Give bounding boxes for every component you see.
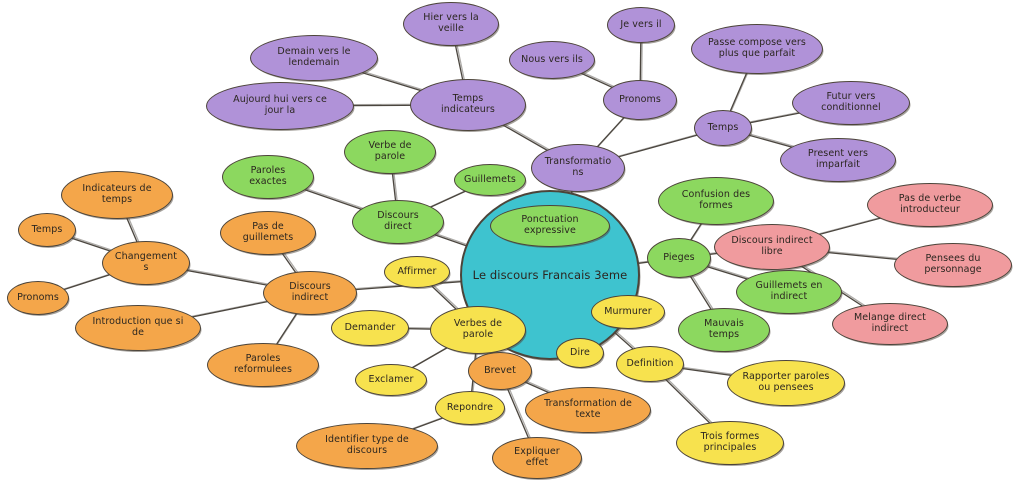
node-temps-purple[interactable]: Temps <box>694 110 752 146</box>
node-label-discours-indirect: Discours indirect <box>289 281 331 303</box>
node-present-imparfait[interactable]: Present vers imparfait <box>780 138 896 182</box>
node-label-verbe-de-parole: Verbe de parole <box>368 140 412 162</box>
node-label-brevet: Brevet <box>484 364 516 376</box>
node-temps-indicateurs[interactable]: Temps indicateurs <box>410 79 526 131</box>
node-label-paroles-exactes: Paroles exactes <box>249 165 287 187</box>
node-confusion-des-formes[interactable]: Confusion des formes <box>658 177 774 225</box>
node-demander[interactable]: Demander <box>331 310 409 346</box>
node-label-mauvais-temps: Mauvais temps <box>704 318 744 340</box>
node-dire[interactable]: Dire <box>556 338 604 368</box>
node-label-pronoms-orange: Pronoms <box>17 291 59 303</box>
node-label-temps-purple: Temps <box>707 121 739 133</box>
node-transformation-de-texte[interactable]: Transformation de texte <box>525 387 651 433</box>
node-label-pas-de-verbe-introducteur: Pas de verbe introducteur <box>898 193 962 215</box>
node-label-ponctuation-expressive: Ponctuation expressive <box>521 214 579 236</box>
node-label-futur-conditionnel: Futur vers conditionnel <box>821 91 881 113</box>
node-discours-direct[interactable]: Discours direct <box>352 200 444 244</box>
node-label-demander: Demander <box>344 321 396 333</box>
node-label-transformations: Transformatio ns <box>544 156 612 178</box>
node-pronoms-purple[interactable]: Pronoms <box>603 80 677 120</box>
node-verbe-de-parole[interactable]: Verbe de parole <box>344 130 436 174</box>
node-label-transformation-de-texte: Transformation de texte <box>544 398 632 420</box>
node-label-trois-formes: Trois formes principales <box>700 431 760 453</box>
node-label-exclamer: Exclamer <box>368 373 414 385</box>
node-trois-formes[interactable]: Trois formes principales <box>676 421 784 465</box>
node-label-rapporter-paroles: Rapporter paroles ou pensees <box>742 371 830 393</box>
node-paroles-reformulees[interactable]: Paroles reformulees <box>207 343 319 387</box>
node-aujourdhui-vers-ce-jour-la[interactable]: Aujourd hui vers ce jour la <box>206 82 354 130</box>
node-mauvais-temps[interactable]: Mauvais temps <box>678 308 770 352</box>
node-label-murmurer: Murmurer <box>604 305 652 317</box>
node-pieges[interactable]: Pieges <box>647 238 711 278</box>
node-label-repondre: Repondre <box>446 401 494 413</box>
node-label-discours-direct: Discours direct <box>377 210 419 232</box>
node-changements[interactable]: Changement s <box>102 241 190 285</box>
node-label-temps-orange: Temps <box>31 223 63 235</box>
node-je-vers-il[interactable]: Je vers il <box>607 7 675 43</box>
node-label-discours-indirect-libre: Discours indirect libre <box>731 235 813 257</box>
node-guillemets[interactable]: Guillemets <box>454 164 526 196</box>
node-label-hier-vers-la-veille: Hier vers la veille <box>423 12 479 34</box>
node-label-melange-direct-indirect: Melange direct indirect <box>854 312 926 334</box>
node-pas-de-verbe-introducteur[interactable]: Pas de verbe introducteur <box>867 183 993 227</box>
node-expliquer-effet[interactable]: Expliquer effet <box>492 437 582 479</box>
node-verbes-de-parole[interactable]: Verbes de parole <box>430 306 526 354</box>
node-label-je-vers-il: Je vers il <box>620 18 662 30</box>
node-paroles-exactes[interactable]: Paroles exactes <box>222 155 314 199</box>
node-pronoms-orange[interactable]: Pronoms <box>7 281 69 315</box>
node-label-introduction-que-si-de: Introduction que si de <box>92 316 184 338</box>
node-label-nous-vers-ils: Nous vers ils <box>521 53 583 65</box>
node-rapporter-paroles[interactable]: Rapporter paroles ou pensees <box>727 360 845 406</box>
node-passe-compose[interactable]: Passe compose vers plus que parfait <box>691 24 823 74</box>
node-temps-orange[interactable]: Temps <box>18 213 76 247</box>
node-label-pas-de-guillemets: Pas de guillemets <box>242 221 294 243</box>
node-definition[interactable]: Definition <box>616 346 684 382</box>
node-hier-vers-la-veille[interactable]: Hier vers la veille <box>403 2 499 46</box>
node-label-indicateurs-de-temps: Indicateurs de temps <box>82 183 152 205</box>
node-label-pieges: Pieges <box>663 251 695 263</box>
node-exclamer[interactable]: Exclamer <box>355 364 427 396</box>
node-label-changements: Changement s <box>114 251 178 273</box>
node-label-confusion-des-formes: Confusion des formes <box>681 189 751 211</box>
node-label-pensees-du-personnage: Pensees du personnage <box>924 253 982 275</box>
node-pensees-du-personnage[interactable]: Pensees du personnage <box>894 243 1012 287</box>
node-label-center: Le discours Francais 3eme <box>472 267 628 282</box>
node-discours-indirect-libre[interactable]: Discours indirect libre <box>714 224 830 270</box>
node-label-aujourdhui-vers-ce-jour-la: Aujourd hui vers ce jour la <box>233 94 327 116</box>
node-nous-vers-ils[interactable]: Nous vers ils <box>509 41 595 79</box>
node-label-guillemets: Guillemets <box>464 173 516 185</box>
node-transformations[interactable]: Transformatio ns <box>531 144 625 192</box>
node-brevet[interactable]: Brevet <box>468 352 532 390</box>
node-futur-conditionnel[interactable]: Futur vers conditionnel <box>792 81 910 125</box>
node-ponctuation-expressive[interactable]: Ponctuation expressive <box>490 205 610 247</box>
node-repondre[interactable]: Repondre <box>435 391 505 425</box>
node-label-present-imparfait: Present vers imparfait <box>807 148 869 170</box>
node-melange-direct-indirect[interactable]: Melange direct indirect <box>832 303 948 345</box>
node-label-dire: Dire <box>570 346 590 358</box>
node-demain-vers-le-lendemain[interactable]: Demain vers le lendemain <box>250 35 378 81</box>
node-label-definition: Definition <box>626 357 674 369</box>
node-indicateurs-de-temps[interactable]: Indicateurs de temps <box>61 171 173 219</box>
node-label-guillemets-en-indirect: Guillemets en indirect <box>755 280 823 302</box>
node-label-paroles-reformulees: Paroles reformulees <box>233 353 293 375</box>
node-affirmer[interactable]: Affirmer <box>384 256 450 288</box>
node-identifier-type[interactable]: Identifier type de discours <box>296 423 438 469</box>
node-label-temps-indicateurs: Temps indicateurs <box>441 93 495 115</box>
node-label-affirmer: Affirmer <box>397 265 437 277</box>
node-discours-indirect[interactable]: Discours indirect <box>263 271 357 315</box>
node-label-verbes-de-parole: Verbes de parole <box>453 318 503 340</box>
node-murmurer[interactable]: Murmurer <box>591 295 665 329</box>
node-introduction-que-si-de[interactable]: Introduction que si de <box>75 305 201 351</box>
node-pas-de-guillemets[interactable]: Pas de guillemets <box>220 211 316 255</box>
node-guillemets-en-indirect[interactable]: Guillemets en indirect <box>736 270 842 314</box>
node-label-pronoms-purple: Pronoms <box>619 93 661 105</box>
node-label-demain-vers-le-lendemain: Demain vers le lendemain <box>277 46 351 68</box>
node-label-expliquer-effet: Expliquer effet <box>514 446 560 468</box>
node-label-identifier-type: Identifier type de discours <box>325 434 409 456</box>
node-label-passe-compose: Passe compose vers plus que parfait <box>708 37 806 59</box>
